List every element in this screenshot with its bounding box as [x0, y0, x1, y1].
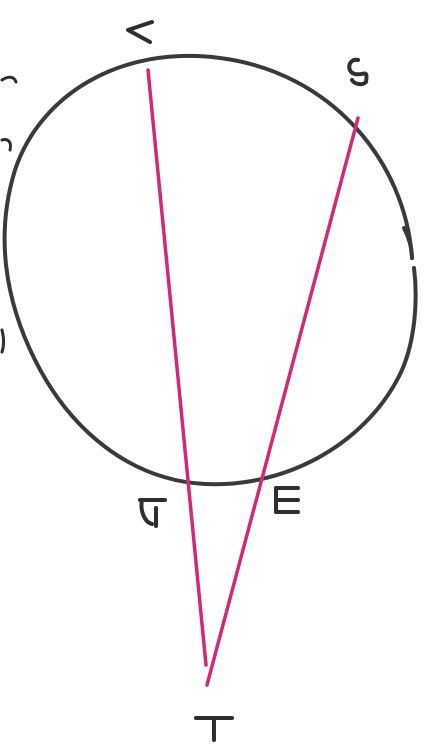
left-edge-mark-1 — [0, 75, 18, 84]
point-label-bottom-mark — [194, 716, 234, 742]
circle-outline-segment — [402, 226, 414, 260]
left-edge-mark-2 — [0, 138, 12, 152]
circle-outline — [2, 53, 418, 487]
point-label-top-right-mark — [347, 57, 369, 87]
point-label-bottom-left-mark — [138, 498, 167, 528]
left-edge-mark-3 — [0, 328, 5, 354]
secant-line-right — [205, 116, 360, 687]
secant-line-left — [146, 68, 208, 667]
point-label-top-left-mark — [126, 20, 154, 44]
point-label-bottom-right-mark — [274, 486, 300, 514]
